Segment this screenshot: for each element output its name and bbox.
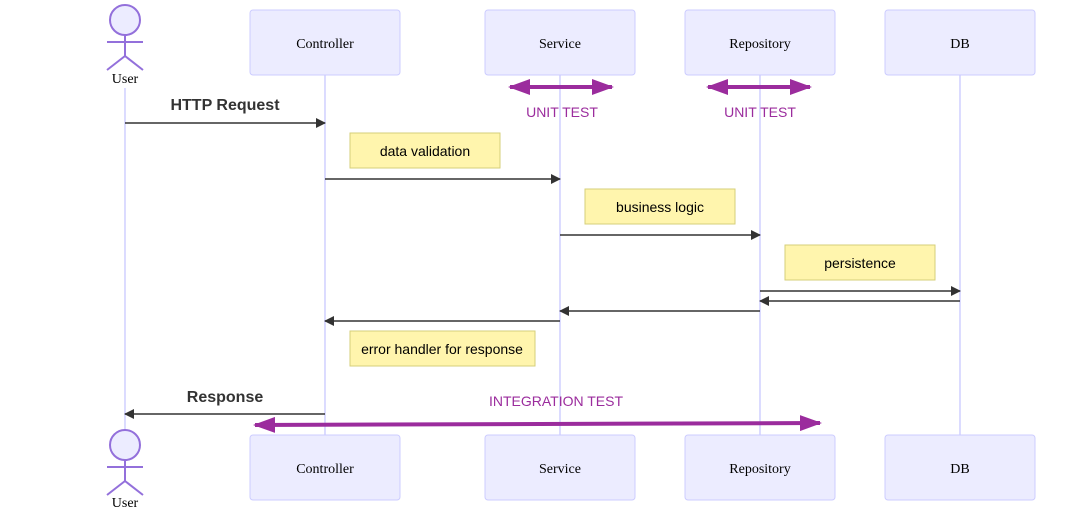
actor-label: User [112,72,139,87]
actor-right-leg [124,55,144,71]
participant-box [484,9,636,76]
participant-box [684,434,836,501]
note-box [349,132,501,169]
note-data-validation: data validation [349,132,501,169]
participant-service-top: Service [484,9,636,76]
actor-head-icon [109,4,141,36]
actor-right-leg [124,480,144,496]
unit-test-label: UNIT TEST [724,104,796,120]
actor-user-bottom: User [106,429,144,511]
integration-test-label: INTEGRATION TEST [489,393,623,409]
integration-test: INTEGRATION TEST [253,393,822,433]
note-error-handler: error handler for response [349,330,536,367]
note-box [784,244,936,281]
participant-label: Service [539,462,581,477]
note-business-logic: business logic [584,188,736,225]
participant-label: DB [950,462,969,477]
participant-box [249,9,401,76]
participant-label: Service [539,37,581,52]
actor-left-leg [106,480,126,496]
note-label: persistence [824,255,896,271]
actor-head-icon [109,429,141,461]
message-label: Response [187,389,264,406]
actor-left-leg [106,55,126,71]
actor-label: User [112,496,139,511]
note-label: business logic [616,199,704,215]
note-persistence: persistence [784,244,936,281]
participant-box [884,9,1036,76]
participant-label: DB [950,37,969,52]
message-response: Response [124,389,325,419]
participant-label: Controller [296,37,354,52]
double-arrow-icon [253,415,822,433]
participant-controller-top: Controller [249,9,401,76]
message-http-request: HTTP Request [125,97,326,128]
participant-repository-top: Repository [684,9,836,76]
actor-user-top: User [106,4,144,87]
note-box [584,188,736,225]
participant-label: Repository [729,37,790,52]
participant-box [249,434,401,501]
unit-test-service: UNIT TEST [508,79,614,120]
participant-box [484,434,636,501]
participant-label: Repository [729,462,790,477]
participant-box [884,434,1036,501]
participant-label: Controller [296,462,354,477]
participant-repository-bottom: Repository [684,434,836,501]
participant-db-bottom: DB [884,434,1036,501]
participant-box [684,9,836,76]
message-label: HTTP Request [170,97,280,114]
participant-service-bottom: Service [484,434,636,501]
note-box [349,330,536,367]
note-label: data validation [380,143,470,159]
unit-test-repository: UNIT TEST [706,79,812,120]
participant-controller-bottom: Controller [249,434,401,501]
note-label: error handler for response [361,341,523,357]
participant-db-top: DB [884,9,1036,76]
unit-test-label: UNIT TEST [526,104,598,120]
